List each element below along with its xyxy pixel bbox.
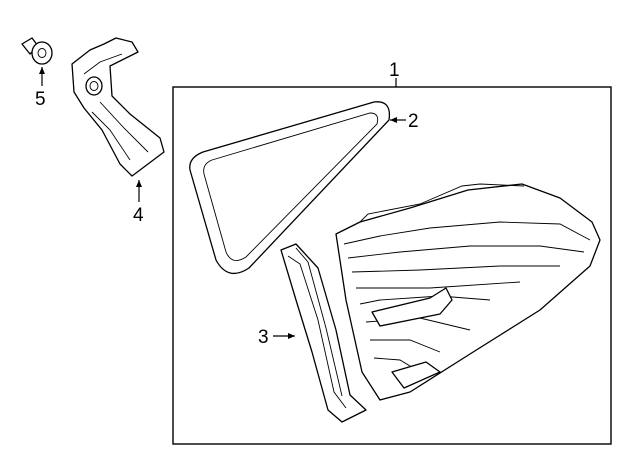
callout-1-label: 1 [389, 60, 400, 81]
callout-2: 2 [390, 111, 419, 132]
callout-1: 1 [389, 60, 400, 87]
callout-2-label: 2 [408, 111, 419, 132]
callout-3: 3 [258, 327, 295, 348]
callout-4: 4 [133, 180, 144, 226]
callout-3-label: 3 [258, 327, 269, 348]
part-3-trim [280, 243, 367, 423]
callout-5-label: 5 [35, 89, 46, 110]
part-1-tail-lamp [335, 183, 601, 401]
assembly-box [172, 86, 612, 445]
callout-5: 5 [35, 67, 46, 110]
part-2-gasket [189, 101, 391, 275]
part-4-bracket [71, 37, 165, 177]
part-5-push-pin [21, 37, 53, 65]
callout-4-label: 4 [133, 205, 144, 226]
